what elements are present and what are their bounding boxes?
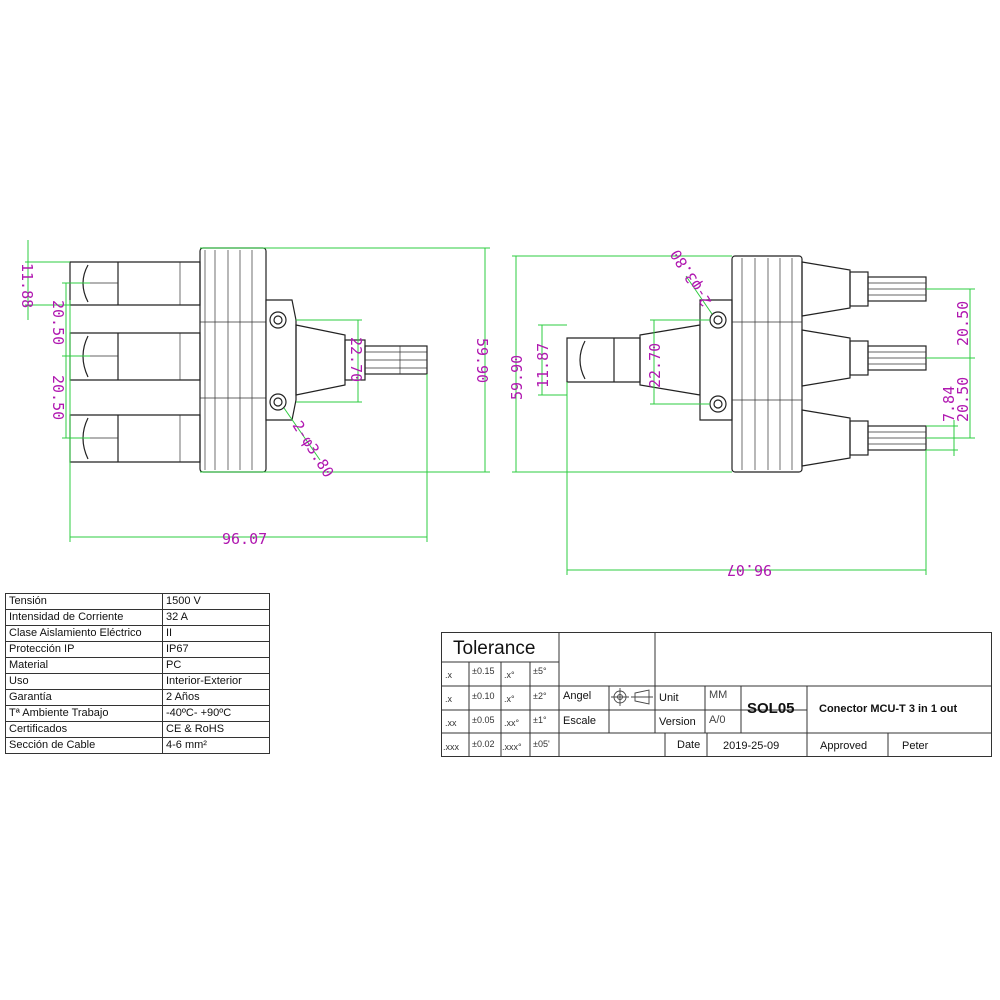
tol-b-0: ±0.15: [472, 666, 495, 676]
projection-symbol-icon: [611, 688, 653, 706]
spec-label: Tª Ambiente Trabajo: [5, 705, 163, 722]
right-dim-11-87: 11.87: [534, 343, 552, 388]
left-body: [199, 247, 267, 473]
right-dim-20-50-bot: 20.50: [954, 377, 972, 422]
date-label: Date: [677, 739, 701, 751]
spec-label: Garantía: [5, 689, 163, 706]
spec-value: IP67: [162, 641, 270, 658]
tol-d-0: ±5°: [533, 666, 547, 676]
tol-d-2: ±1°: [533, 715, 547, 725]
spec-label: Material: [5, 657, 163, 674]
left-dim-59-90: 59.90: [473, 338, 491, 383]
spec-value: Interior-Exterior: [162, 673, 270, 690]
tol-a-2: .xx: [445, 718, 457, 728]
right-dim-7-84: 7.84: [940, 386, 958, 422]
title-block: Tolerance .x ±0.15 .x° ±5° .x ±0.10 .x° …: [441, 632, 992, 757]
left-dim-hole: 2-φ3.80: [289, 418, 338, 481]
tol-a-0: .x: [445, 670, 453, 680]
right-input: [566, 324, 701, 396]
spec-label: Clase Aislamiento Eléctrico: [5, 625, 163, 642]
spec-label: Certificados: [5, 721, 163, 738]
approved-label: Approved: [820, 740, 868, 752]
tol-a-1: .x: [445, 694, 453, 704]
left-dim-11-88: 11.88: [18, 263, 36, 308]
technical-drawing: 11.88 20.50 20.50 22.70 2-φ3.80 59.90 96…: [18, 240, 975, 579]
left-dim-22-70: 22.70: [347, 337, 365, 382]
tol-c-2: .xx°: [504, 718, 520, 728]
spec-label: Sección de Cable: [5, 737, 163, 754]
tol-b-3: ±0.02: [472, 739, 495, 749]
tol-a-3: .xxx: [443, 742, 460, 752]
tol-c-0: .x°: [504, 670, 515, 680]
spec-label: Tensión: [5, 593, 163, 610]
title-block-grid: [441, 632, 992, 757]
unit-label: Unit: [659, 692, 679, 704]
right-view: 2-φ3.80 22.70 11.87 59.90 20.50 7.84 20.…: [508, 246, 975, 579]
tol-c-3: .xxx°: [502, 742, 522, 752]
tol-d-3: ±05': [533, 739, 550, 749]
escale-label: Escale: [563, 715, 597, 727]
spec-value: PC: [162, 657, 270, 674]
right-dim-22-70: 22.70: [646, 343, 664, 388]
right-dimensions: [512, 255, 975, 575]
version-value: A/0: [709, 714, 726, 726]
date-value: 2019-25-09: [723, 740, 780, 752]
right-dim-20-50-top: 20.50: [954, 301, 972, 346]
spec-value: II: [162, 625, 270, 642]
right-flange: [699, 299, 733, 421]
right-output-mid: [801, 329, 927, 387]
right-dim-59-90: 59.90: [508, 355, 526, 400]
spec-value: 1500 V: [162, 593, 270, 610]
drawing-code: SOL05: [747, 700, 795, 717]
spec-label: Intensidad de Corriente: [5, 609, 163, 626]
version-label: Version: [659, 716, 696, 728]
spec-value: -40ºC- +90ºC: [162, 705, 270, 722]
spec-value: 2 Años: [162, 689, 270, 706]
right-dim-96-07: 96.07: [727, 561, 772, 579]
tol-d-1: ±2°: [533, 691, 547, 701]
left-dim-96-07: 96.07: [222, 530, 267, 548]
right-output-top: [801, 261, 927, 317]
left-dimensions: [25, 240, 490, 542]
right-output-bot: [801, 409, 927, 467]
tol-c-1: .x°: [504, 694, 515, 704]
spec-value: 32 A: [162, 609, 270, 626]
tol-b-1: ±0.10: [472, 691, 495, 701]
tolerance-title: Tolerance: [453, 638, 536, 659]
left-view: 11.88 20.50 20.50 22.70 2-φ3.80 59.90 96…: [18, 240, 491, 548]
tol-b-2: ±0.05: [472, 715, 495, 725]
angel-label: Angel: [563, 690, 592, 702]
spec-value: CE & RoHS: [162, 721, 270, 738]
left-output: [295, 324, 428, 396]
drawing-name: Conector MCU-T 3 in 1 out: [819, 703, 958, 715]
spec-value: 4-6 mm²: [162, 737, 270, 754]
right-body: [731, 255, 803, 473]
unit-value: MM: [709, 689, 728, 701]
spec-label: Uso: [5, 673, 163, 690]
spec-label: Protección IP: [5, 641, 163, 658]
left-flange: [265, 299, 297, 421]
table-row: Tª Ambiente Trabajo-40ºC- +90ºC: [5, 705, 270, 722]
left-dim-20-50-b: 20.50: [49, 375, 67, 420]
left-dim-20-50-a: 20.50: [49, 300, 67, 345]
approver-name: Peter: [902, 740, 929, 752]
